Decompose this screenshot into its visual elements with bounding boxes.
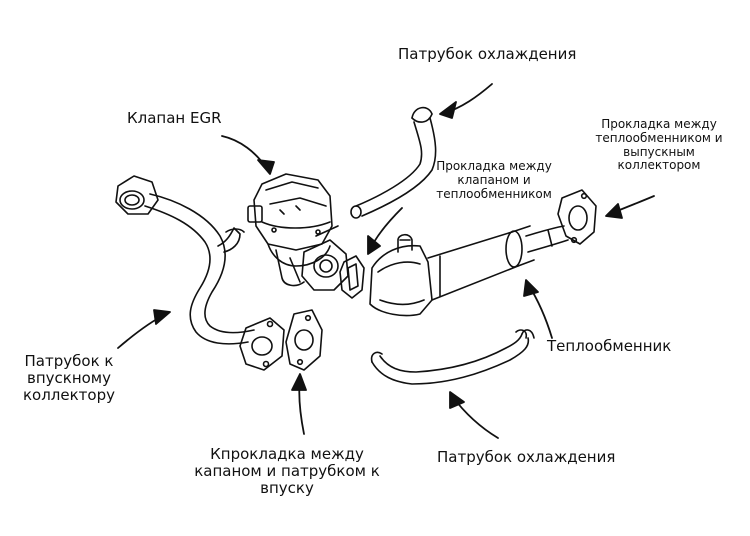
arrow-coolant-bottom [449, 391, 499, 439]
coolant-pipe-top-drawing [350, 106, 437, 219]
arrow-gasket-cooler-exhaust [605, 195, 655, 219]
arrow-egr-valve [221, 135, 275, 175]
gasket-valve-cooler-drawing [339, 255, 365, 299]
intake-pipe-drawing [115, 175, 285, 371]
label-coolant-pipe-bottom: Патрубок охлаждения [437, 448, 616, 466]
label-heat-exchanger: Теплообменник [547, 337, 672, 355]
label-coolant-pipe-top: Патрубок охлаждения [398, 45, 577, 63]
arrow-gasket-valve-cooler [367, 207, 403, 255]
label-intake-pipe: Патрубок к впускному коллектору [22, 352, 115, 404]
arrow-coolant-top [439, 83, 493, 119]
arrow-gasket-valve-intake [291, 373, 307, 435]
label-gasket-valve-intake: Кпрокладка между капаном и патрубком к в… [194, 445, 380, 497]
label-egr-valve: Клапан EGR [127, 109, 222, 127]
label-gasket-valve-cooler: Прокладка между клапаном и теплообменник… [436, 159, 552, 201]
gasket-valve-intake-drawing [285, 309, 323, 371]
label-gasket-cooler-exhaust: Прокладка между теплообменником и выпуск… [595, 117, 723, 173]
coolant-pipe-bottom-drawing [370, 329, 535, 385]
egr-valve-drawing [247, 173, 349, 291]
arrow-heat-exchanger [523, 279, 553, 339]
arrow-intake-pipe [117, 309, 171, 349]
leader-arrows [117, 83, 655, 439]
heat-exchanger-drawing [369, 189, 597, 317]
